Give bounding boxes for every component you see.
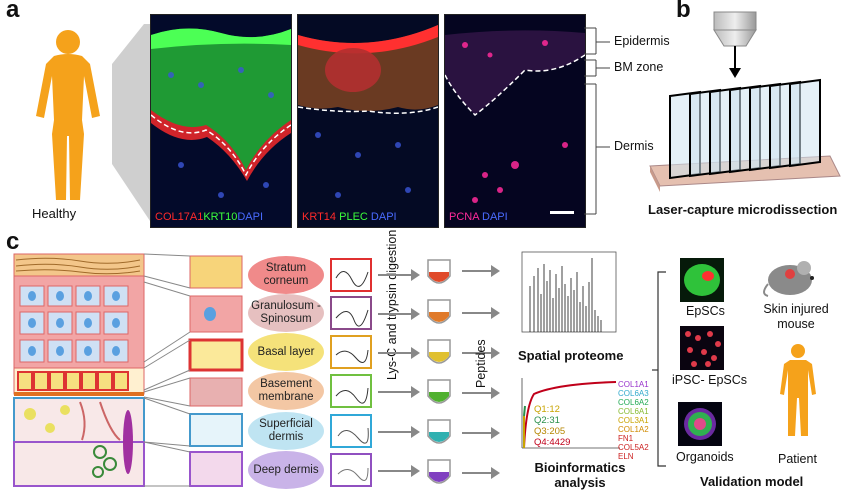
- label-krt10: KRT10: [203, 211, 238, 223]
- legend-col5a2: COL5A2: [618, 443, 649, 452]
- sample-box-6: [330, 453, 372, 487]
- panel-b-letter: b: [676, 0, 691, 23]
- layer-stratum-corneum: Stratum corneum: [248, 256, 324, 294]
- microdissection-caption: Laser-capture microdissection: [648, 202, 838, 217]
- micrograph-1-label: COL17A1KRT10DAPI: [155, 211, 263, 223]
- sample-tubes: [427, 259, 451, 484]
- zone-dermis: Dermis: [614, 139, 654, 153]
- panel-a-letter: a: [6, 0, 20, 23]
- validation-bracket: [652, 271, 666, 467]
- micrograph-3-label: PCNA DAPI: [449, 211, 508, 223]
- sample-squiggles: [335, 271, 369, 481]
- epscs-image: [680, 258, 724, 302]
- legend-col3a1: COL3A1: [618, 416, 649, 425]
- healthy-person-icon: [36, 24, 152, 224]
- label-pcna: PCNA: [449, 211, 479, 223]
- label-col17a1: COL17A1: [155, 211, 204, 223]
- ipsc-epscs-image: [680, 326, 724, 370]
- layer-deep-dermis: Deep dermis: [248, 451, 324, 489]
- zone-epidermis: Epidermis: [614, 34, 670, 48]
- arrow-6: [378, 465, 420, 477]
- arrow-out-1: [462, 265, 500, 277]
- organoids-image: [678, 402, 722, 446]
- layer-basement-membrane: Basement membrane: [248, 372, 324, 410]
- sample-box-2: [330, 296, 372, 330]
- layer-superficial-dermis: Superficial dermis: [248, 412, 324, 450]
- arrow-out-3: [462, 347, 500, 359]
- legend-eln: ELN: [618, 452, 634, 461]
- quartile-q3: Q3:205: [534, 426, 566, 437]
- abundance-curve: [521, 378, 620, 449]
- sample-box-4: [330, 374, 372, 408]
- label-krt14: KRT14: [302, 211, 337, 223]
- arrow-out-6: [462, 467, 500, 479]
- arrow-2: [378, 308, 420, 320]
- bioinformatics-label: Bioinformatics analysis: [534, 460, 626, 490]
- spacer: [406, 296, 420, 299]
- quartile-q1: Q1:12: [534, 404, 560, 415]
- validation-model-label: Validation model: [700, 474, 804, 489]
- spatial-proteome-label: Spatial proteome: [518, 348, 624, 363]
- quartile-list: Q1:12 Q2:31 Q3:205 Q4:4429: [534, 404, 570, 448]
- mouse-label: Skin injured mouse: [763, 302, 829, 331]
- layer-granulosum-spinosum: Granulosum -Spinosum: [248, 294, 324, 332]
- label-plec: PLEC: [339, 211, 368, 223]
- micrograph-2-label: KRT14 PLEC DAPI: [302, 211, 397, 223]
- quartile-q2: Q2:31: [534, 415, 560, 426]
- legend-col6a2: COL6A2: [618, 398, 649, 407]
- protein-legend: COL1A1 COL6A3 COL6A2 COL6A1 COL3A1 COL1A…: [618, 380, 649, 461]
- arrow-out-2: [462, 307, 500, 319]
- micrograph-pcna: PCNA DAPI: [444, 14, 586, 228]
- digestion-label: Lys-C and trypsin digestion: [385, 229, 399, 380]
- zone-bm: BM zone: [614, 60, 664, 74]
- epscs-label: EpSCs: [686, 304, 725, 318]
- sample-box-1: [330, 258, 372, 292]
- label-dapi: DAPI: [237, 211, 264, 223]
- skin-layer-schematic: [13, 253, 244, 487]
- healthy-label: Healthy: [32, 206, 77, 221]
- sample-box-3: [330, 335, 372, 369]
- microdissection-diagram: [649, 11, 841, 192]
- label-dapi: DAPI: [370, 211, 397, 223]
- quartile-q4: Q4:4429: [534, 437, 571, 448]
- ipsc-epscs-label: iPSC- EpSCs: [672, 373, 748, 387]
- mass-spectrum-plot: [521, 251, 617, 333]
- arrow-out-5: [462, 427, 500, 439]
- arrow-5: [378, 426, 420, 438]
- micrograph-krt14: KRT14 PLEC DAPI: [297, 14, 439, 228]
- layer-basal: Basal layer: [248, 333, 324, 371]
- legend-col6a1: COL6A1: [618, 407, 649, 416]
- legend-col6a3: COL6A3: [618, 389, 649, 398]
- legend-fn1: FN1: [618, 434, 634, 443]
- arrow-1: [378, 269, 420, 281]
- mouse-icon: [763, 261, 814, 297]
- organoids-label: Organoids: [676, 450, 734, 464]
- micrograph-col17a1: COL17A1KRT10DAPI: [150, 14, 292, 228]
- arrow-3: [378, 347, 420, 359]
- patient-label: Patient: [778, 452, 817, 466]
- legend-col1a1: COL1A1: [618, 380, 649, 389]
- arrow-out-4: [462, 387, 500, 399]
- zone-brackets: [584, 27, 610, 215]
- patient-icon: [780, 344, 816, 436]
- legend-col1a2: COL1A2: [618, 425, 649, 434]
- peptides-label: Peptides: [474, 339, 488, 388]
- sample-box-5: [330, 414, 372, 448]
- panel-c-letter: c: [6, 228, 20, 255]
- label-dapi: DAPI: [482, 211, 508, 223]
- arrow-4: [378, 386, 420, 398]
